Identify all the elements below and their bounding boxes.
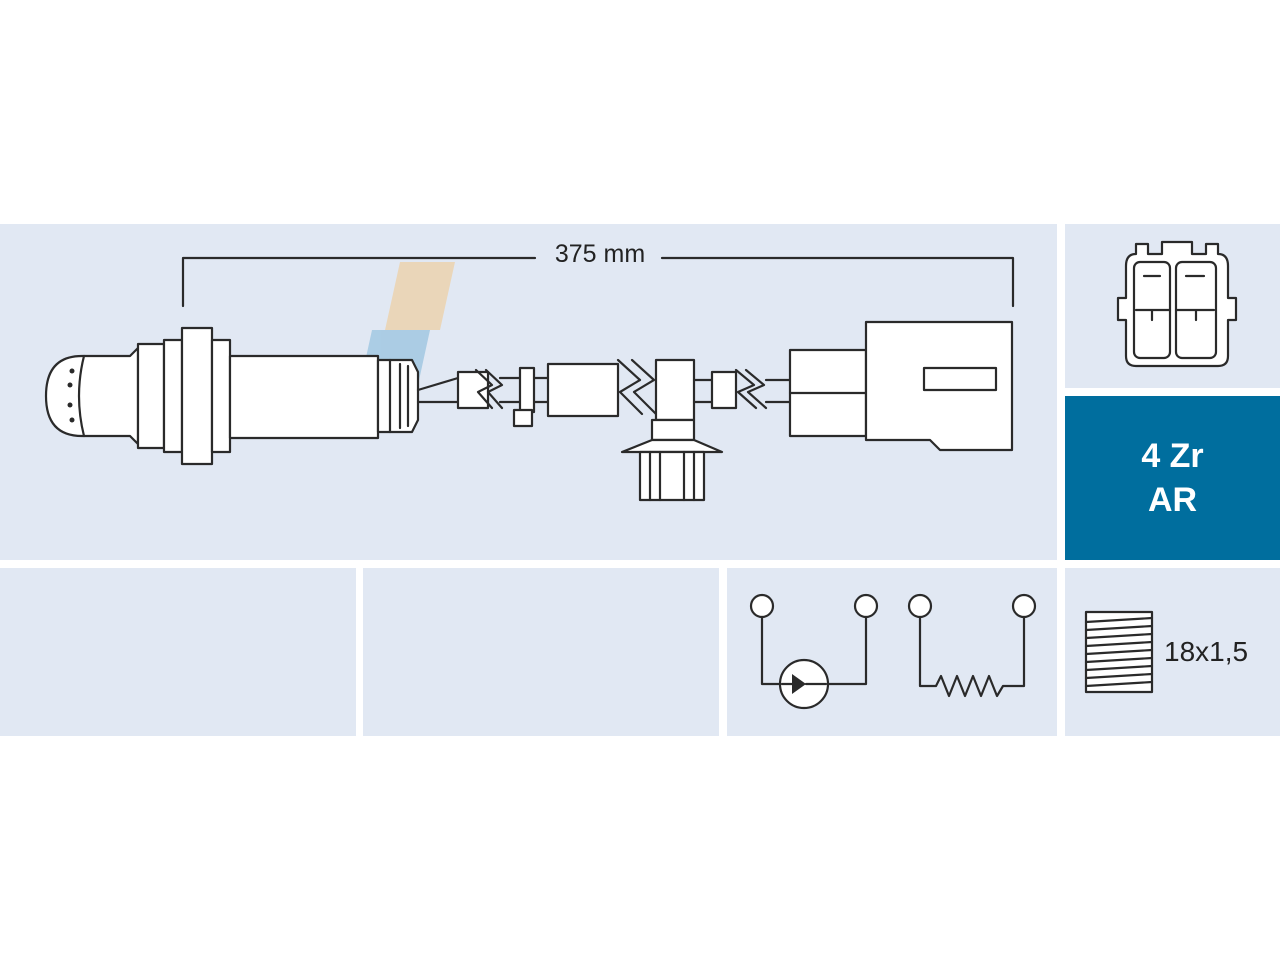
sensor-type-label: 4 Zr (1141, 437, 1204, 475)
sensor-probe (44, 326, 420, 466)
circuit-panel (727, 568, 1057, 736)
cable-length-label: 375 mm (554, 240, 646, 268)
sensor-code-panel: 4 Zr AR (1065, 396, 1280, 560)
empty-panel-2 (363, 568, 719, 736)
heater-resistor-symbol (907, 593, 1037, 698)
sensor-variant-label: AR (1147, 481, 1198, 519)
connector-housing (788, 320, 1014, 452)
dimension-line (181, 256, 1015, 308)
pump-cell-symbol (749, 593, 879, 710)
cable-grommet (620, 418, 724, 502)
thread-size-label: 18x1,5 (1164, 636, 1249, 667)
empty-panel-1 (0, 568, 356, 736)
